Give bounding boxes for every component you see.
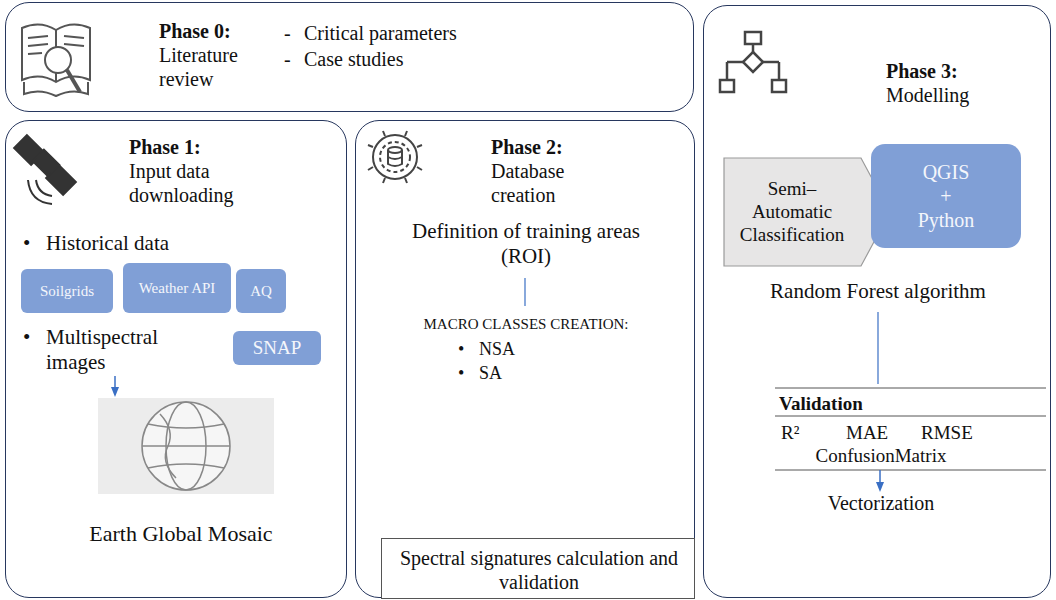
table-cell: MAE	[846, 422, 906, 445]
step-text: Random Forest algorithm	[707, 279, 1049, 304]
data-source-box: Soilgrids	[21, 269, 113, 313]
box-label: Semi– Automatic Classification	[733, 178, 851, 246]
phase-subtitle: Input data downloading	[129, 159, 269, 207]
box-label: Soilgrids	[25, 282, 109, 300]
pentagon-arrow: Semi– Automatic Classification	[723, 157, 891, 267]
box-label: QGIS + Python	[917, 160, 975, 232]
tool-box: QGIS + Python	[871, 144, 1021, 248]
list-item: Critical parameters	[304, 21, 604, 45]
link-line	[877, 312, 878, 384]
bullet-mark: •	[23, 325, 39, 350]
dash-mark: -	[284, 47, 298, 71]
table-cell: ConfusionMatrix	[791, 445, 971, 468]
list-item: SA	[479, 363, 579, 385]
step-text: Vectorization	[781, 491, 981, 515]
process-box: Spectral signatures calculation and vali…	[381, 538, 695, 599]
phase-subtitle: Modelling	[886, 83, 1036, 107]
box-label: Weather API	[127, 279, 227, 297]
bullet-mark: •	[23, 231, 39, 256]
down-arrow	[879, 470, 881, 487]
down-arrow	[114, 376, 116, 392]
phase-panel: Phase 1:Input data downloading • Historica…	[5, 120, 347, 598]
dash-mark: -	[284, 21, 298, 45]
box-label: SNAP	[237, 337, 317, 360]
phase-title: Phase 0:	[159, 19, 289, 43]
bullet-mark: •	[458, 339, 474, 361]
list-item: NSA	[479, 339, 579, 361]
phase-panel: Phase 0:Literature review-Critical param…	[5, 2, 694, 112]
globe-label: Earth Global Mosaic	[21, 521, 341, 547]
table-cell: R²	[781, 422, 831, 445]
globe-icon	[98, 398, 274, 494]
link-line	[524, 278, 525, 306]
list-item: Historical data	[46, 231, 296, 256]
globe-node: Earth Global Mosaic	[21, 397, 341, 561]
list-item: Multispectral images	[46, 325, 216, 375]
phase-panel: Phase 3:ModellingRandom Forest algorithm…	[703, 5, 1051, 598]
phase-title: Phase 1:	[129, 135, 279, 159]
phase-subtitle: Literature review	[159, 43, 269, 91]
data-source-box: Weather API	[123, 263, 231, 313]
bullet-mark: •	[458, 363, 474, 385]
step-text: Definition of training areas (ROI)	[386, 219, 666, 269]
step-heading: MACRO CLASSES CREATION:	[371, 315, 681, 333]
gear-icon	[368, 131, 422, 183]
list-item: Case studies	[304, 47, 604, 71]
box-label: Spectral signatures calculation and vali…	[389, 546, 689, 594]
table-header: Validation	[779, 393, 979, 416]
table-rule	[775, 388, 1046, 389]
phase-subtitle: Database creation	[491, 159, 611, 207]
book-icon	[22, 24, 90, 96]
flowchart-icon	[720, 32, 786, 92]
box-label: AQ	[241, 282, 281, 300]
satellite-icon	[14, 135, 76, 204]
phase-title: Phase 3:	[886, 59, 1036, 83]
table-rule	[775, 416, 1046, 417]
phase-title: Phase 2:	[491, 135, 641, 159]
tool-box: SNAP	[233, 331, 321, 365]
data-source-box: AQ	[236, 269, 286, 313]
phase-panel: Phase 2:Database creationDefinition of t…	[355, 120, 695, 598]
table-rule	[775, 470, 1046, 471]
table-cell: RMSE	[921, 422, 991, 445]
